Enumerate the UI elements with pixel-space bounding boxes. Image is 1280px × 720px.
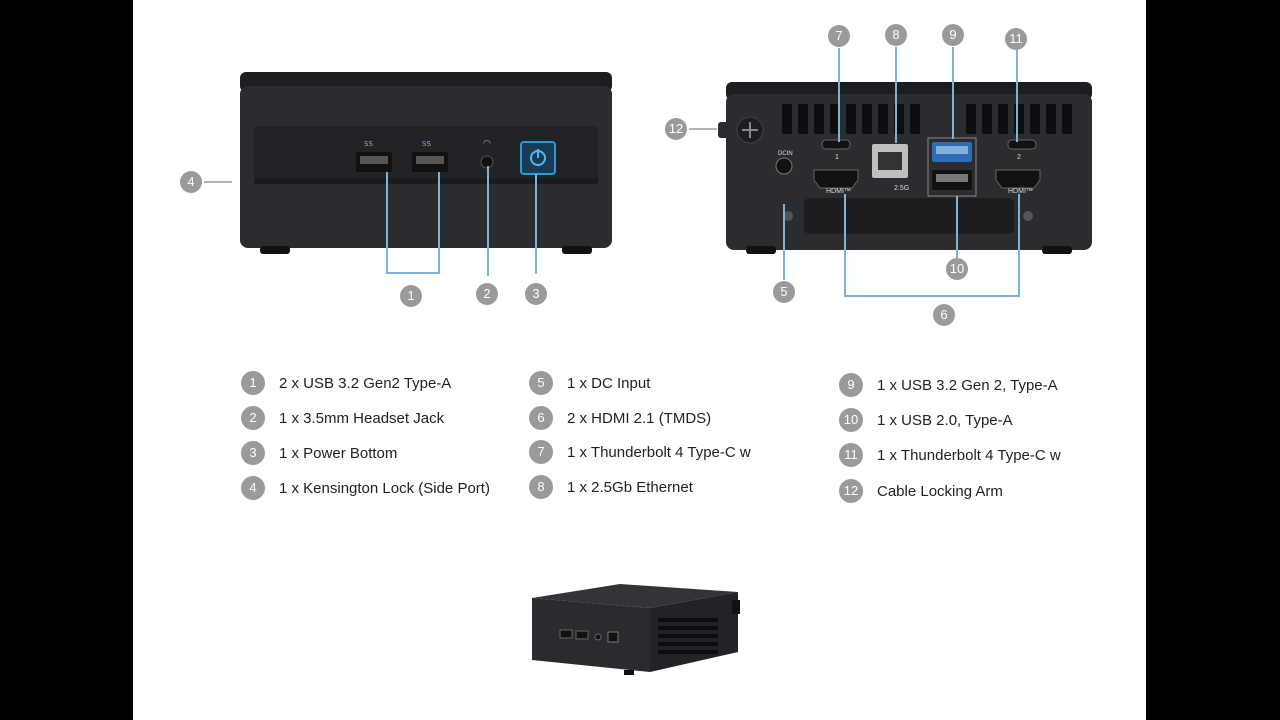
- legend-item-11: 11 1 x Thunderbolt 4 Type-C w: [839, 443, 1061, 467]
- legend-num-12: 12: [839, 479, 863, 503]
- legend-item-2: 2 1 x 3.5mm Headset Jack: [241, 406, 444, 430]
- leader-1-bridge: [386, 272, 440, 274]
- legend-item-6: 6 2 x HDMI 2.1 (TMDS): [529, 406, 711, 430]
- legend-item-10: 10 1 x USB 2.0, Type-A: [839, 408, 1013, 432]
- hdmi-label-2: HDMI™: [1008, 188, 1033, 195]
- legend-num-3: 3: [241, 441, 265, 465]
- callout-1: 1: [400, 285, 422, 307]
- legend-text-1: 2 x USB 3.2 Gen2 Type-A: [279, 374, 452, 392]
- legend-item-5: 5 1 x DC Input: [529, 371, 650, 395]
- hdmi-label-1: HDMI™: [826, 188, 851, 195]
- legend-text-5: 1 x DC Input: [567, 374, 651, 392]
- rear-view-device: [726, 82, 1092, 254]
- callout-12: 12: [665, 118, 687, 140]
- legend-text-12: Cable Locking Arm: [877, 482, 1003, 500]
- legend-num-2: 2: [241, 406, 265, 430]
- legend-num-11: 11: [839, 443, 863, 467]
- legend-text-4: 1 x Kensington Lock (Side Port): [279, 479, 490, 497]
- callout-4: 4: [180, 171, 202, 193]
- legend-text-10: 1 x USB 2.0, Type-A: [877, 411, 1013, 429]
- tb-label-2: 2: [1017, 154, 1021, 161]
- ethernet-speed-label: 2.5G: [894, 185, 910, 192]
- leader-4: [204, 181, 232, 183]
- leader-2: [487, 166, 489, 276]
- legend-text-7: 1 x Thunderbolt 4 Type-C w: [567, 443, 751, 461]
- leader-7: [838, 48, 840, 142]
- legend-item-12: 12 Cable Locking Arm: [839, 479, 1003, 503]
- leader-3: [535, 174, 537, 274]
- svg-text:SS: SS: [364, 140, 373, 148]
- leader-6-bridge: [844, 295, 1020, 297]
- svg-text:◠: ◠: [483, 139, 491, 149]
- callout-5: 5: [773, 281, 795, 303]
- callout-9: 9: [942, 24, 964, 46]
- legend-num-8: 8: [529, 475, 553, 499]
- legend-item-7: 7 1 x Thunderbolt 4 Type-C w: [529, 440, 751, 464]
- leader-6b: [1018, 194, 1020, 296]
- leader-12: [689, 128, 717, 130]
- legend-num-1: 1: [241, 371, 265, 395]
- callout-11: 11: [1005, 28, 1027, 50]
- legend-num-5: 5: [529, 371, 553, 395]
- leader-6a: [844, 194, 846, 296]
- leader-1b: [438, 172, 440, 274]
- dc-in-label: DCIN: [778, 151, 793, 157]
- leader-10: [956, 196, 958, 258]
- legend-num-10: 10: [839, 408, 863, 432]
- svg-text:SS: SS: [422, 140, 431, 148]
- legend-item-9: 9 1 x USB 3.2 Gen 2, Type-A: [839, 373, 1058, 397]
- legend-item-8: 8 1 x 2.5Gb Ethernet: [529, 475, 693, 499]
- tb-label-1: 1: [835, 154, 839, 161]
- legend-text-6: 2 x HDMI 2.1 (TMDS): [567, 409, 712, 427]
- leader-1a: [386, 172, 388, 274]
- legend-item-1: 1 2 x USB 3.2 Gen2 Type-A: [241, 371, 451, 395]
- leader-8: [895, 47, 897, 143]
- callout-8: 8: [885, 24, 907, 46]
- callout-10: 10: [946, 258, 968, 280]
- legend-text-11: 1 x Thunderbolt 4 Type-C w: [877, 446, 1061, 464]
- legend-text-2: 1 x 3.5mm Headset Jack: [279, 409, 445, 427]
- legend-text-9: 1 x USB 3.2 Gen 2, Type-A: [877, 376, 1058, 394]
- cable-locking-arm: [718, 116, 764, 144]
- legend-item-3: 3 1 x Power Bottom: [241, 441, 397, 465]
- legend-num-4: 4: [241, 476, 265, 500]
- legend-num-6: 6: [529, 406, 553, 430]
- isometric-view-device: [532, 584, 740, 675]
- legend-num-7: 7: [529, 440, 553, 464]
- callout-7: 7: [828, 25, 850, 47]
- callout-3: 3: [525, 283, 547, 305]
- leader-11: [1016, 50, 1018, 142]
- legend-text-8: 1 x 2.5Gb Ethernet: [567, 478, 693, 496]
- callout-2: 2: [476, 283, 498, 305]
- legend-item-4: 4 1 x Kensington Lock (Side Port): [241, 476, 490, 500]
- legend-num-9: 9: [839, 373, 863, 397]
- leader-9: [952, 47, 954, 139]
- front-view-device: SS SS ◠: [240, 72, 612, 254]
- leader-5: [783, 204, 785, 280]
- callout-6: 6: [933, 304, 955, 326]
- legend-text-3: 1 x Power Bottom: [279, 444, 398, 462]
